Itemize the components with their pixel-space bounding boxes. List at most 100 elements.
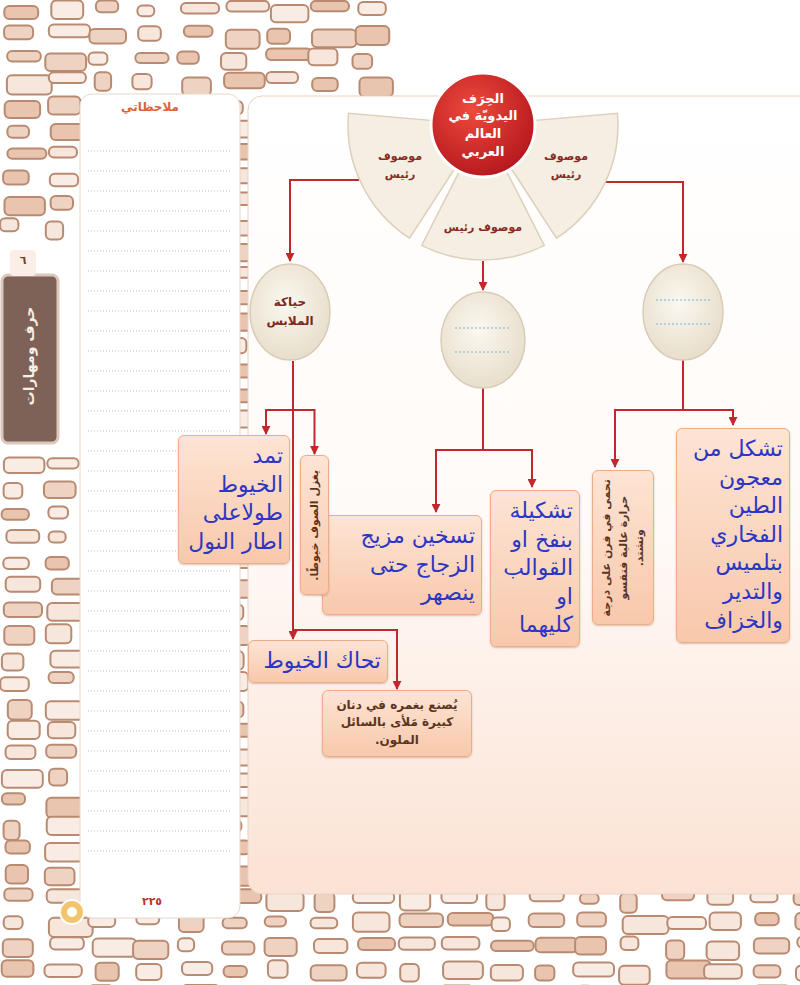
- tile: [312, 30, 356, 48]
- tile: [2, 793, 25, 804]
- chapter-number: ٦: [13, 254, 33, 267]
- tile: [50, 937, 84, 949]
- tile: [267, 29, 290, 44]
- tile: [577, 912, 606, 926]
- tile: [4, 26, 33, 40]
- node-text: يُصنع بغمره في دنان كبيرة مَلأى بالسائل …: [329, 697, 465, 749]
- tile: [221, 53, 246, 70]
- step-box: تسخين مزيج الزجاج حتى ينصهر: [322, 515, 482, 615]
- arrow: [483, 450, 532, 487]
- tile: [45, 53, 86, 71]
- node-text: تشكيلة بنفخ او القوالب او كليهما: [497, 497, 573, 640]
- tile: [620, 893, 637, 913]
- arrow: [604, 182, 683, 262]
- tile: [3, 939, 33, 957]
- tile: [623, 916, 669, 934]
- logo: [60, 900, 84, 924]
- tile: [135, 53, 168, 63]
- node-text: تحمى في فرن على درجة حرارة عالية فتقسو و…: [598, 477, 648, 618]
- tile: [95, 72, 111, 91]
- tile: [48, 507, 68, 519]
- tile: [93, 939, 137, 957]
- tile: [46, 745, 76, 758]
- tile: [667, 917, 706, 929]
- tile: [44, 481, 76, 498]
- tile: [4, 888, 32, 900]
- tile: [46, 222, 63, 240]
- tile: [619, 966, 650, 985]
- tile: [226, 1, 269, 12]
- tile: [184, 26, 213, 37]
- tile: [796, 966, 800, 981]
- step-box: يغزل الصوف خيوطًا.: [300, 455, 329, 595]
- tile: [4, 916, 23, 929]
- node-text: موصوف رئيس: [372, 148, 428, 183]
- tile: [266, 72, 298, 83]
- tile: [710, 912, 741, 930]
- tile: [89, 53, 108, 65]
- connector-arrow: [290, 180, 359, 261]
- step-box: يُصنع بغمره في دنان كبيرة مَلأى بالسائل …: [322, 690, 472, 757]
- tile: [795, 913, 800, 929]
- tile: [6, 530, 39, 543]
- tile: [358, 2, 386, 15]
- tile: [754, 965, 781, 977]
- tile: [4, 483, 23, 499]
- step-box: تشكل من معجون الطين الفخاري بتلميس والتد…: [676, 428, 790, 643]
- logo: [67, 907, 77, 917]
- tile: [358, 938, 395, 950]
- tile: [4, 457, 45, 473]
- tile: [755, 913, 779, 925]
- tile: [181, 3, 219, 14]
- arrow: [615, 360, 683, 467]
- main-panel: [248, 96, 800, 894]
- notes-heading: ملاحظاتي: [110, 100, 190, 114]
- tile: [46, 557, 69, 570]
- tab-number-patch: [10, 250, 36, 276]
- node-text: الحِرَف اليدويّة في العالم العربي: [442, 90, 524, 160]
- tile: [51, 0, 83, 19]
- tile: [49, 24, 90, 37]
- tile: [400, 964, 419, 982]
- tile: [580, 893, 599, 903]
- tile: [49, 672, 74, 683]
- tile: [529, 913, 565, 927]
- tile: [49, 531, 66, 542]
- tile: [47, 458, 78, 468]
- tile: [49, 147, 77, 158]
- tile: [704, 964, 742, 979]
- tile: [51, 196, 73, 210]
- tile: [6, 865, 28, 884]
- tile: [49, 72, 86, 83]
- empty-oval: [643, 264, 723, 360]
- tile: [96, 0, 118, 12]
- tile: [0, 677, 29, 691]
- tile: [492, 918, 510, 931]
- tile: [3, 171, 29, 185]
- step-box: تمد الخيوط طولاعلى اطار النول: [178, 435, 290, 564]
- tile: [48, 722, 75, 738]
- tile: [4, 603, 42, 618]
- tile: [222, 942, 254, 955]
- tile: [7, 148, 46, 158]
- node-text: حياكة الملابس: [258, 293, 322, 331]
- answer-lines: [656, 300, 710, 324]
- tile: [48, 97, 80, 115]
- tile: [6, 841, 30, 854]
- tile: [268, 960, 288, 977]
- tile: [491, 965, 523, 981]
- connector-arrow: [266, 361, 293, 434]
- tile: [178, 938, 194, 951]
- tile: [311, 1, 349, 11]
- tile: [8, 721, 40, 739]
- craft-oval: حياكة الملابس: [248, 262, 332, 362]
- tile: [46, 624, 72, 643]
- step-box: تحاك الخيوط: [248, 640, 388, 683]
- node-text: تمد الخيوط طولاعلى اطار النول: [185, 442, 283, 556]
- node-text: موصوف رئيس: [428, 219, 538, 237]
- tile: [177, 52, 199, 64]
- tile: [50, 174, 78, 187]
- tile: [7, 75, 52, 94]
- tile: [491, 941, 534, 951]
